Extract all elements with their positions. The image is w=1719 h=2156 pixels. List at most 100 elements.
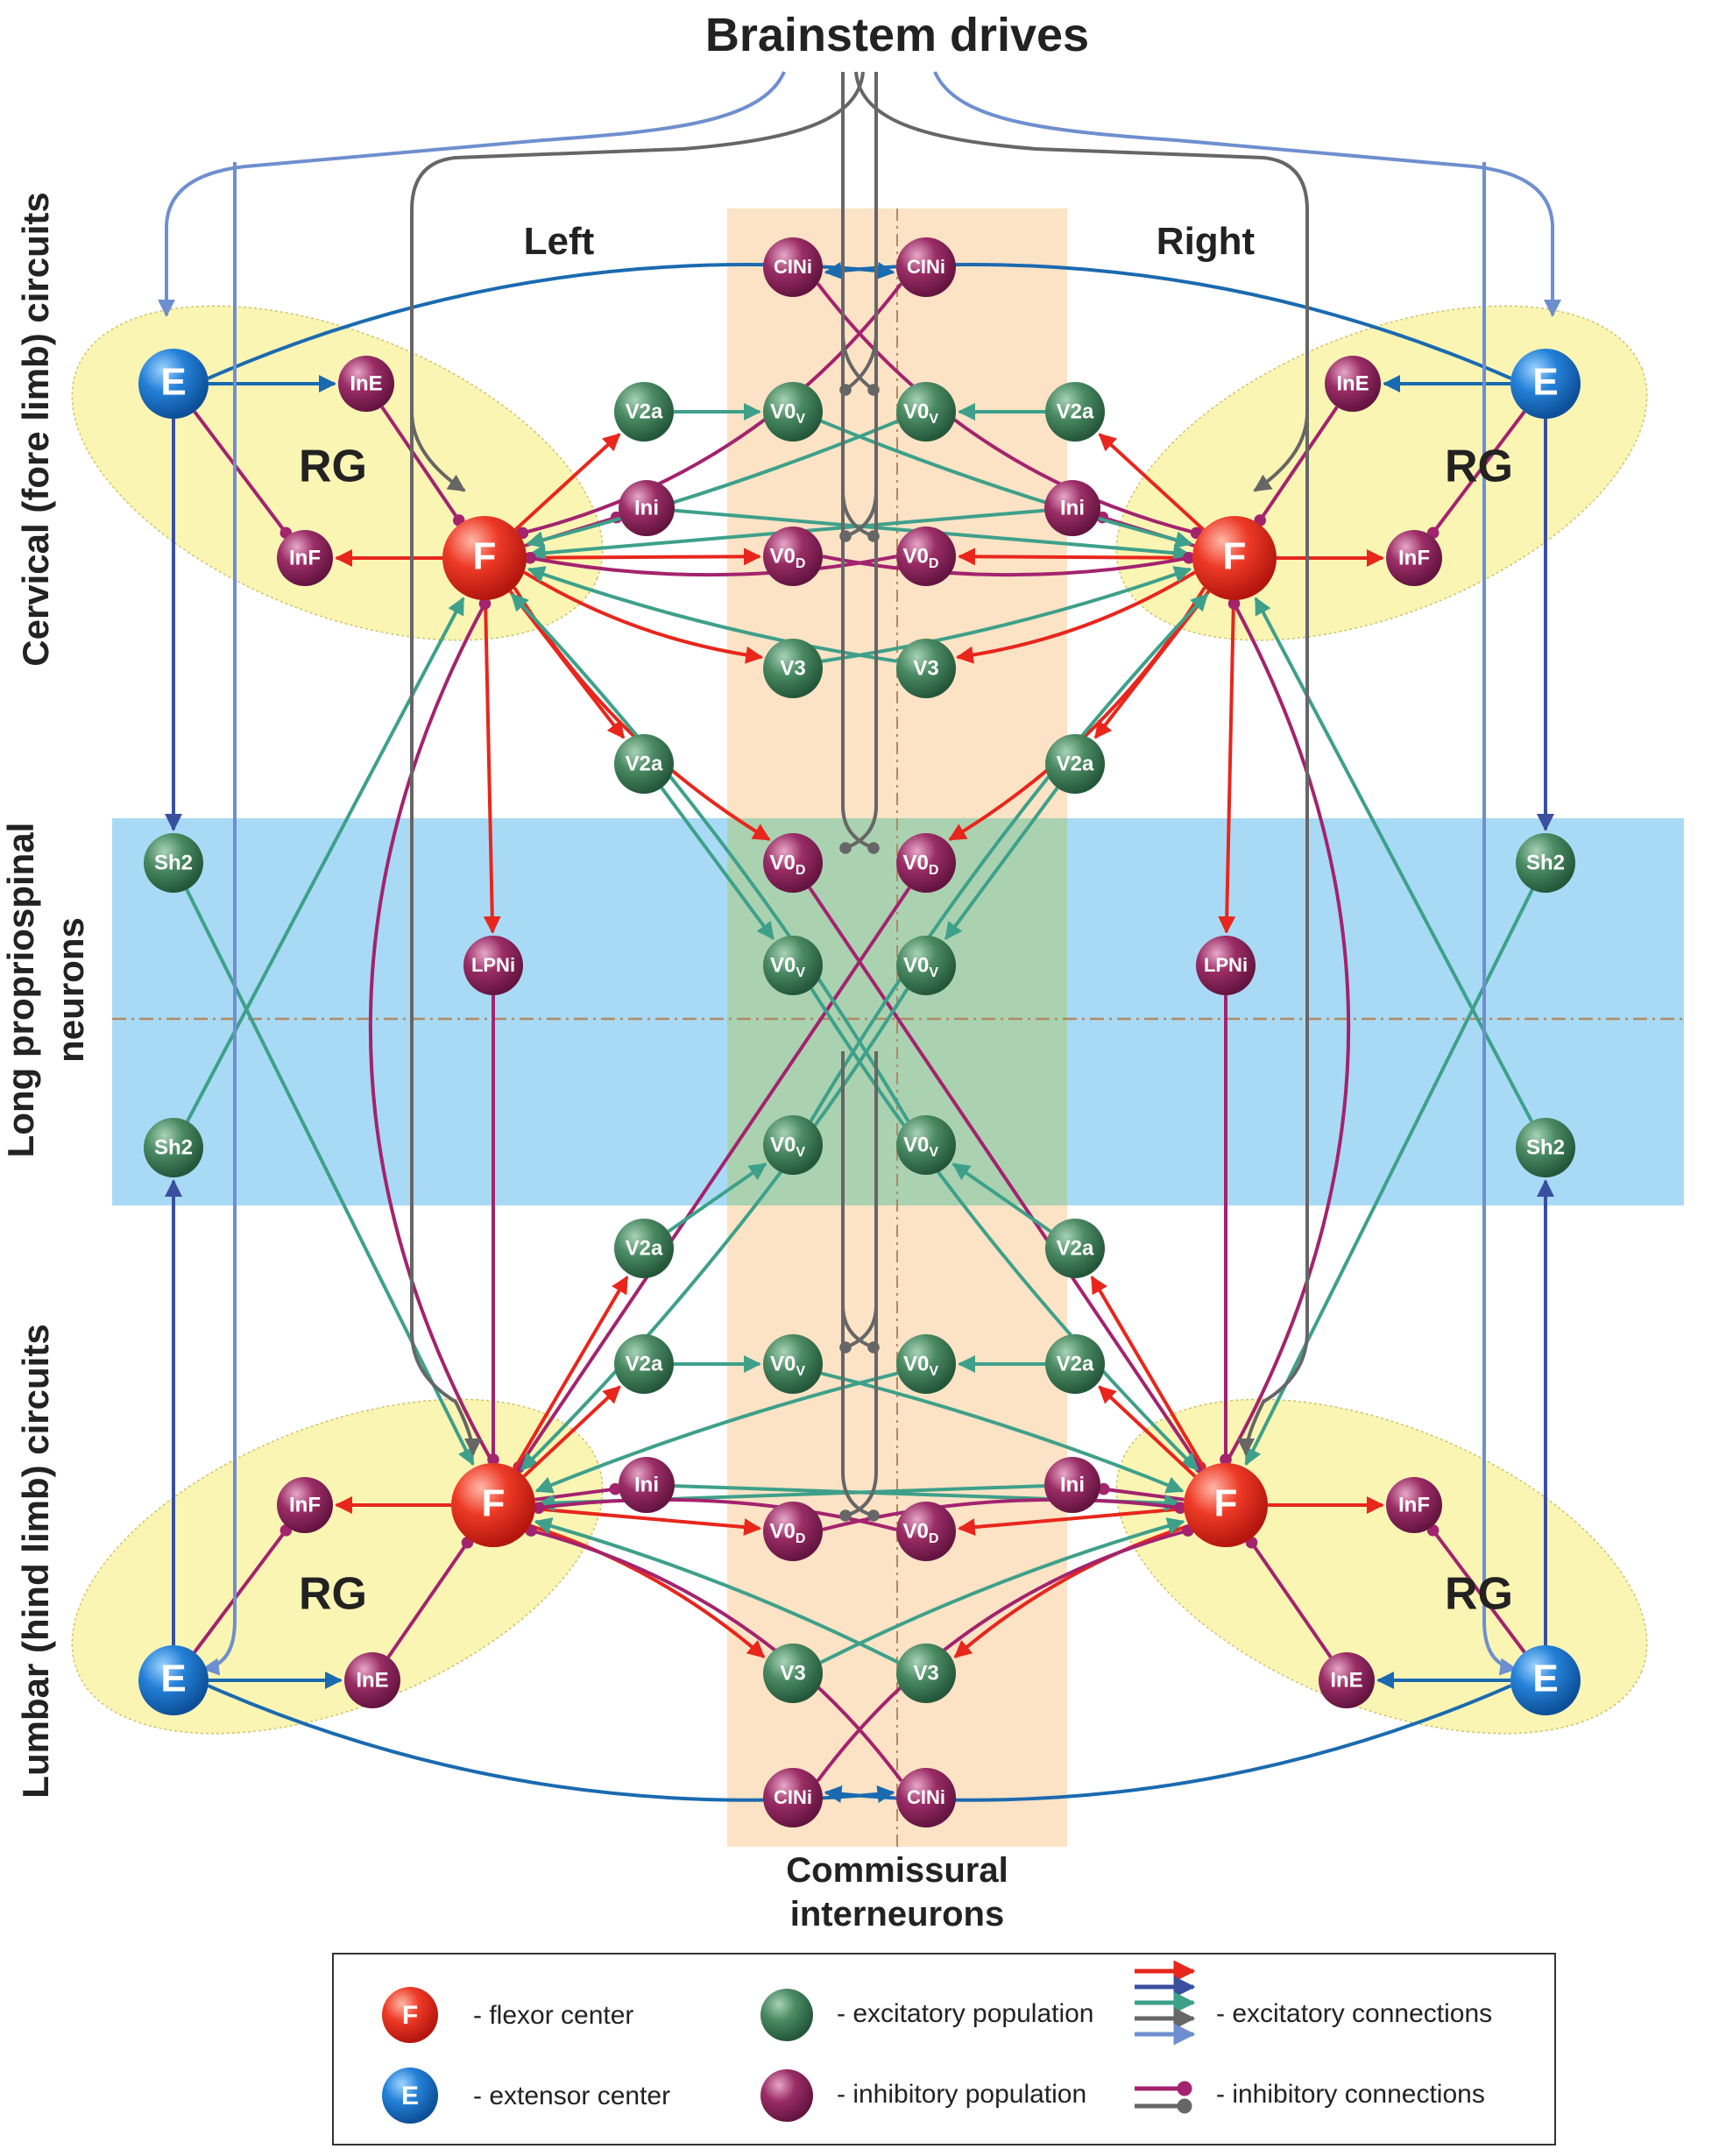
node-RlIni: Ini: [1044, 1457, 1100, 1513]
node-label: Sh2: [1526, 1135, 1565, 1159]
drive-to-V0d-propriospinal-right: [841, 491, 880, 854]
drive-to-V0d-lumbar-left: [839, 1305, 878, 1522]
node-RlF: F: [1184, 1463, 1268, 1547]
rg-label-lumbar-right: RG: [1445, 1569, 1513, 1620]
node-circle: [763, 527, 823, 586]
node-LlSh2: Sh2: [144, 1118, 203, 1177]
node-LlV2a2: V2a: [614, 1219, 674, 1278]
node-RlV0v: V0V: [896, 1334, 956, 1394]
node-RlSh2: Sh2: [1516, 1118, 1575, 1177]
node-LcSh2: Sh2: [144, 833, 203, 893]
node-label: V2a: [626, 752, 663, 775]
node-RlV2a1: V2a: [1045, 1334, 1105, 1394]
node-circle: [1386, 530, 1442, 586]
connection-LlE-to-LlInF: [193, 1523, 293, 1654]
propriospinal-label-line2: neurons: [50, 917, 91, 1063]
connection-RcF-to-RcLPNi: [1218, 599, 1236, 935]
node-circle: [763, 1502, 823, 1561]
node-circle: [344, 1652, 400, 1708]
connection-LlV2a2-to-LlV0v2: [667, 1163, 768, 1234]
connection-RcInE-to-RcF: [1254, 406, 1339, 527]
node-label: InF: [1398, 546, 1430, 569]
node-circle: [1325, 356, 1381, 412]
node-label: F: [473, 535, 497, 578]
right-label: Right: [1157, 220, 1256, 263]
legend-flexor-symbol: F: [402, 2001, 418, 2030]
node-label: V2a: [626, 1352, 663, 1375]
node-LcV0v: V0V: [763, 382, 823, 442]
node-label: CINi: [907, 1786, 945, 1808]
node-label: E: [1532, 361, 1558, 404]
drive-to-V0d-propriospinal-left: [839, 491, 878, 854]
node-subscript: V: [796, 412, 805, 427]
node-circle: [338, 356, 394, 412]
node-label: LPNi: [1204, 954, 1248, 976]
node-LcCINi: CINi: [763, 237, 823, 297]
connection-LcF-to-LcV2a1: [514, 433, 621, 532]
node-RlV3: V3: [896, 1644, 956, 1703]
node-label: F: [1223, 535, 1247, 578]
legend-extensor-icon: [382, 2068, 438, 2124]
node-label: InE: [350, 371, 382, 395]
node-circle: [763, 1644, 823, 1703]
node-circle: [896, 527, 956, 586]
connection-LlF-to-LlV3: [529, 1523, 766, 1658]
legend-extensor-symbol: E: [401, 2082, 419, 2110]
connection-RcF-to-RcV3: [955, 570, 1196, 664]
node-LcLPNi: LPNi: [463, 936, 523, 995]
node-RcF: F: [1192, 516, 1277, 600]
legend-inhibitory-icon: [760, 2069, 813, 2122]
node-LcV3: V3: [763, 639, 823, 698]
node-circle: [1045, 1219, 1105, 1278]
node-label: Ini: [1060, 496, 1085, 520]
connection-LlInE-to-LlF: [386, 1536, 474, 1658]
node-LlInF: InF: [277, 1477, 333, 1533]
connection-RcE-to-RcInF: [1426, 410, 1526, 540]
node-circle: [614, 1334, 674, 1394]
node-label: Ini: [634, 496, 659, 520]
node-circle: [896, 639, 956, 698]
node-circle: [763, 1334, 823, 1394]
node-label: InE: [1330, 1668, 1362, 1692]
connection-LcE-to-LcInF: [193, 410, 293, 540]
connection-LlF-to-LcF: [368, 597, 495, 1464]
node-circle: [896, 1502, 956, 1561]
node-circle: [763, 639, 823, 698]
labels: Brainstem drives Left Right RG RG RG RG …: [0, 9, 1513, 1933]
legend-excitatory-arrows: [1135, 1960, 1196, 2046]
node-RcSh2: Sh2: [1516, 833, 1575, 893]
node-label: V3: [913, 656, 938, 680]
node-RcInE: InE: [1325, 356, 1381, 412]
node-circle: [1045, 1334, 1105, 1394]
node-label: InE: [356, 1668, 388, 1692]
legend-inhibitory-text: - inhibitory population: [837, 2080, 1086, 2109]
node-circle: [614, 734, 674, 794]
node-circle: [619, 1457, 675, 1513]
node-RlInE: InE: [1319, 1652, 1375, 1708]
node-label: V2a: [1057, 1236, 1094, 1260]
cervical-label: Cervical (fore limb) circuits: [15, 192, 56, 667]
node-circle: [1045, 382, 1105, 442]
connection-RcV0v-to-LcF: [526, 419, 899, 548]
connection-RcF-to-RcV0d: [958, 548, 1193, 566]
node-LcInE: InE: [338, 356, 394, 412]
node-RcV3: V3: [896, 639, 956, 698]
node-circle: [896, 1644, 956, 1703]
node-label: V2a: [1057, 1352, 1094, 1375]
node-circle: [277, 530, 333, 586]
node-RlCINi: CINi: [896, 1768, 956, 1827]
legend-excitatory-icon: [760, 1989, 813, 2041]
rg-ellipse-lumbar-left: [71, 1398, 604, 1735]
connection-RlCINi-to-LlF: [525, 1524, 903, 1783]
node-circle: [763, 382, 823, 442]
diagram-title: Brainstem drives: [705, 9, 1089, 61]
node-RcV0v: V0V: [896, 382, 956, 442]
node-label: InE: [1336, 371, 1369, 395]
connection-RlV2a2-to-RlV0v2: [951, 1163, 1052, 1234]
connection-RcV0d-to-LcF: [524, 551, 897, 577]
rg-ellipse-lumbar-right: [1115, 1398, 1648, 1735]
node-RlV2a2: V2a: [1045, 1219, 1105, 1278]
connection-LcV0d-to-RcF: [822, 551, 1195, 577]
connection-LlV3-to-RlF: [819, 1517, 1185, 1665]
